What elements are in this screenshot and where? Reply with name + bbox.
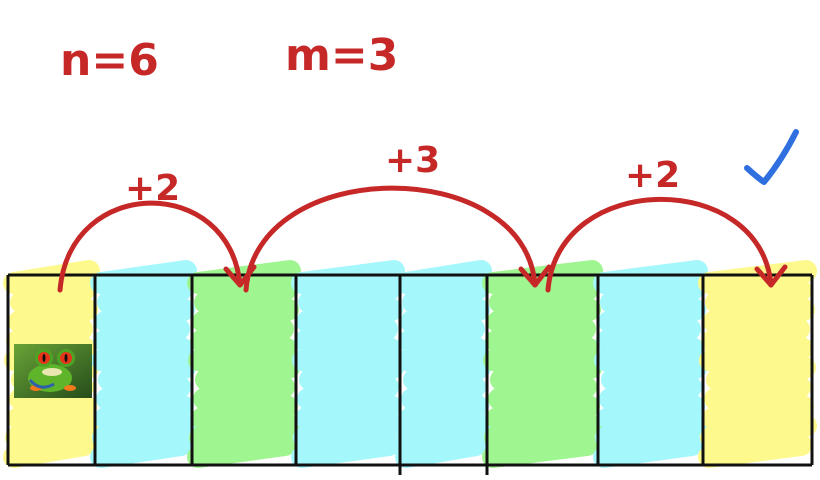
jump-arrowhead-2 (518, 264, 552, 288)
cell-fills (3, 260, 817, 468)
track-grid (6, 273, 814, 475)
cell-2-fill (90, 260, 197, 468)
jump-arc-1 (57, 200, 243, 293)
jump-label-3: +2 (625, 155, 680, 196)
cell-6-fill (482, 260, 603, 468)
cell-7-fill (593, 260, 708, 468)
jump-arcs: +2 +3 +2 (57, 140, 788, 293)
n-label: n=6 (60, 35, 159, 86)
jump-label-1: +2 (125, 168, 180, 209)
m-label: m=3 (285, 30, 398, 81)
jump-arc-3 (545, 196, 774, 293)
frog-icon (14, 344, 92, 398)
jump-arrowhead-3 (754, 264, 788, 288)
cell-8-fill (698, 260, 817, 468)
checkmark-icon (744, 129, 799, 185)
jump-arc-2 (243, 185, 538, 293)
cell-5-fill (395, 260, 492, 468)
jump-label-2: +3 (385, 140, 440, 181)
cell-4-fill (291, 260, 405, 468)
cell-3-fill (187, 260, 301, 468)
